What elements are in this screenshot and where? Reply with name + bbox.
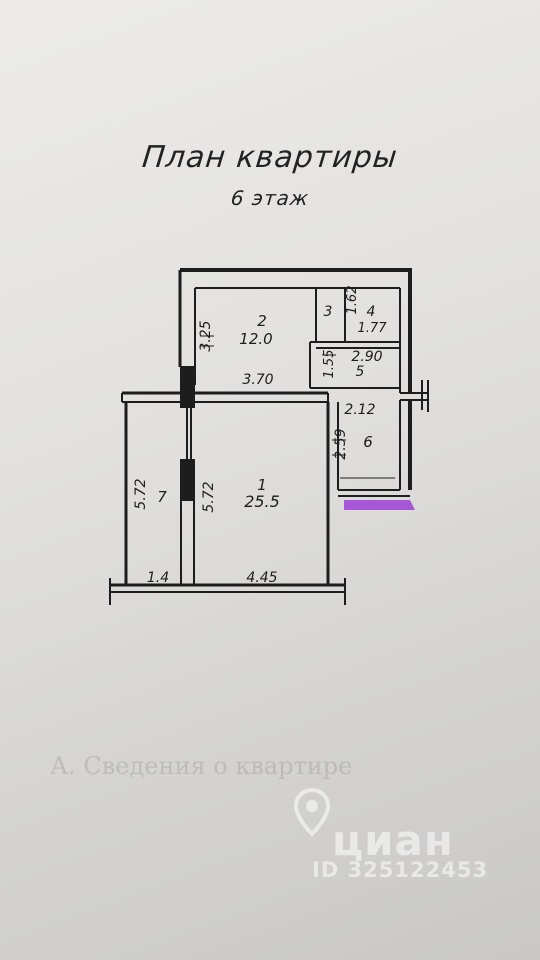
room-5-number: 5 bbox=[356, 364, 365, 380]
dim-room6-width: 2.12 bbox=[344, 402, 375, 418]
dim-room7-width: 1.4 bbox=[147, 570, 169, 586]
right-bay-walls bbox=[400, 392, 428, 401]
bottom-dim-ticks bbox=[109, 578, 346, 605]
room6-bottom-wall bbox=[338, 489, 410, 497]
column-block bbox=[180, 366, 195, 408]
faint-background-text: А. Сведения о квартире bbox=[50, 752, 353, 780]
room-4-number: 4 bbox=[367, 304, 376, 320]
room-1-area: 25.5 bbox=[244, 492, 280, 511]
purple-marker bbox=[344, 500, 415, 510]
dim-room6-height: 2.59 bbox=[333, 428, 349, 459]
dim-ticks-misc bbox=[322, 354, 346, 456]
small-rooms-walls bbox=[315, 288, 346, 342]
dim-room4-width: 1.62 bbox=[345, 286, 360, 315]
partition-lower bbox=[180, 500, 195, 585]
dim-ticks-room2 bbox=[200, 335, 214, 347]
room-7-number: 7 bbox=[157, 488, 167, 506]
partition-door bbox=[186, 407, 192, 460]
location-pin-icon bbox=[293, 787, 331, 837]
dim-room7-height: 5.72 bbox=[133, 478, 149, 509]
room-2-number: 2 bbox=[257, 312, 267, 330]
room-3-number: 3 bbox=[324, 304, 333, 320]
dim-room1-height: 5.72 bbox=[201, 481, 217, 512]
watermark: циан ID 325122453 bbox=[292, 786, 512, 886]
watermark-listing-id: ID 325122453 bbox=[312, 858, 489, 882]
dim-room2-height: 3.25 bbox=[198, 320, 214, 351]
watermark-brand: циан bbox=[332, 816, 454, 865]
dim-room5-width: 2.90 bbox=[351, 349, 382, 365]
room-6-number: 6 bbox=[363, 433, 373, 451]
dim-room5-height: 1.55 bbox=[322, 350, 337, 379]
dim-room1-width: 4.45 bbox=[246, 570, 277, 586]
room-1-number: 1 bbox=[257, 476, 267, 494]
outer-wall-top-right bbox=[180, 268, 412, 393]
column-block-lower bbox=[180, 459, 195, 501]
room-4-area: 1.77 bbox=[358, 321, 388, 336]
dim-room2-width: 3.70 bbox=[242, 372, 273, 388]
wall-ends bbox=[121, 393, 329, 402]
room-2-area: 12.0 bbox=[239, 330, 272, 348]
right-tick-marks bbox=[421, 380, 429, 412]
